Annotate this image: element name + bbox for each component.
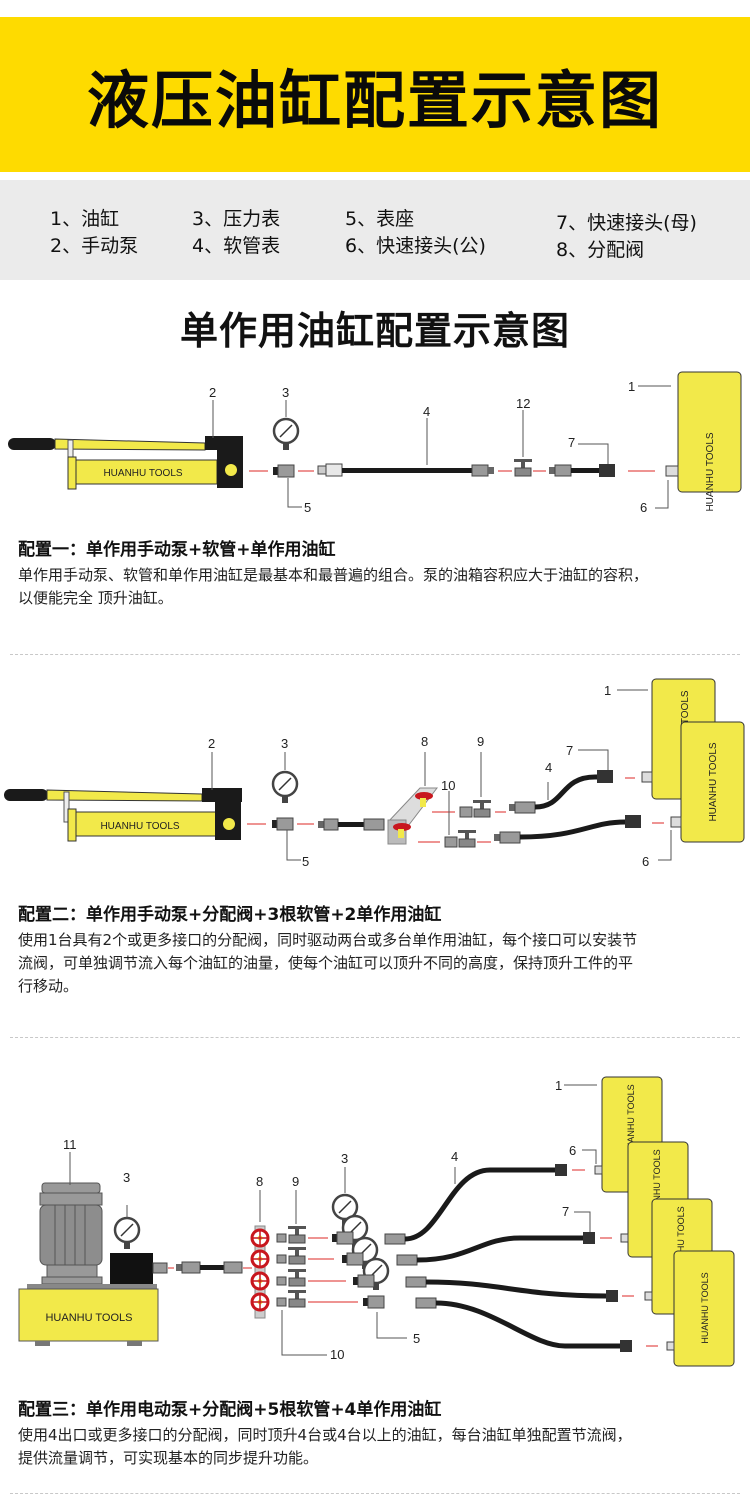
legend-item: 1、油缸 [50, 208, 120, 230]
connection-dashes [168, 1169, 658, 1347]
svg-text:9: 9 [292, 1174, 299, 1189]
diagram-config-3: HUANHU TOOLS [18, 1076, 735, 1367]
hose [317, 463, 494, 477]
svg-text:6: 6 [642, 854, 649, 869]
svg-text:4: 4 [545, 760, 552, 775]
config-1-description: 配置一：单作用手动泵+软管+单作用油缸 单作用手动泵、软管和单作用油缸是最基本和… [18, 538, 738, 610]
svg-text:5: 5 [413, 1331, 420, 1346]
svg-text:1: 1 [555, 1078, 562, 1093]
diagram-config-2: HUANHU TOOLS HUANHU TOOLS [4, 678, 745, 869]
svg-text:3: 3 [341, 1151, 348, 1166]
svg-text:6: 6 [640, 500, 647, 515]
diagram-config-1: HUANHU TOOLS HUANHU TOOLS 1 [8, 371, 742, 515]
svg-text:2: 2 [208, 736, 215, 751]
svg-text:3: 3 [282, 385, 289, 400]
divider [10, 1493, 740, 1494]
leader-lines [69, 1084, 597, 1356]
short-hose [318, 818, 385, 831]
cylinder-brand: HUANHU TOOLS [652, 1149, 662, 1220]
config-text: 使用4出口或更多接口的分配阀，同时顶升4台或4台以上的油缸，每台油缸单独配置节流… [18, 1426, 632, 1467]
svg-text:8: 8 [421, 734, 428, 749]
svg-text:3: 3 [281, 736, 288, 751]
title-banner: 液压油缸配置示意图 [0, 17, 750, 172]
svg-text:5: 5 [302, 854, 309, 869]
svg-text:5: 5 [304, 500, 311, 515]
distribution-valve [387, 787, 439, 845]
legend-item: 3、压力表 [192, 208, 281, 230]
cylinder: HUANHU TOOLS [665, 371, 742, 512]
short-hose [176, 1261, 243, 1274]
cylinders: HUANHU TOOLS HUANHU TOOLS [641, 678, 745, 843]
connection-dashes [247, 777, 664, 843]
adapters-and-valves [444, 799, 492, 848]
leader-lines [212, 385, 671, 509]
svg-text:1: 1 [628, 379, 635, 394]
svg-text:2: 2 [209, 385, 216, 400]
legend-item: 4、软管表 [192, 235, 281, 257]
part-labels: 1 3 3 4 5 6 7 8 9 10 11 [63, 1078, 576, 1362]
divider [10, 1037, 740, 1038]
legend-column: 3、压力表 4、软管表 [192, 206, 280, 260]
gauge-base [271, 817, 294, 831]
svg-text:1: 1 [604, 683, 611, 698]
config-2-description: 配置二：单作用手动泵+分配阀+3根软管+2单作用油缸 使用1台具有2个或更多接口… [18, 903, 738, 998]
part-labels: 1 2 3 4 5 6 7 8 9 10 [208, 683, 649, 869]
pressure-gauge [271, 770, 299, 805]
pump-brand: HUANHU TOOLS [100, 821, 179, 832]
svg-text:7: 7 [562, 1204, 569, 1219]
config-title: 配置二：单作用手动泵+分配阀+3根软管+2单作用油缸 [18, 905, 442, 925]
svg-text:9: 9 [477, 734, 484, 749]
legend-column: 7、快速接头(母) 8、分配阀 [556, 210, 697, 264]
hoses [494, 770, 641, 844]
cylinders: HUANHU TOOLS HUANHU TOOLS HUANHU TOOLS H… [594, 1076, 735, 1367]
svg-text:10: 10 [441, 778, 455, 793]
divider [10, 654, 740, 655]
config-text: 单作用手动泵、软管和单作用油缸是最基本和最普遍的组合。泵的油箱容积应大于油缸的容… [18, 566, 649, 607]
electric-pump: HUANHU TOOLS [18, 1182, 168, 1346]
svg-text:10: 10 [330, 1347, 344, 1362]
pressure-gauge [272, 417, 300, 452]
cylinder-brand: HUANHU TOOLS [705, 432, 716, 511]
legend-item: 2、手动泵 [50, 235, 139, 257]
svg-text:8: 8 [256, 1174, 263, 1189]
quick-coupler-female [549, 464, 615, 477]
cylinder-brand: HUANHU TOOLS [708, 742, 719, 821]
throttle-valve [513, 458, 533, 477]
svg-text:4: 4 [423, 404, 430, 419]
svg-text:3: 3 [123, 1170, 130, 1185]
hand-pump: HUANHU TOOLS [8, 436, 243, 490]
distribution-valves [250, 1225, 270, 1319]
svg-text:7: 7 [566, 743, 573, 758]
legend-item: 6、快速接头(公) [345, 235, 486, 257]
cylinder-brand: HUANHU TOOLS [626, 1084, 636, 1155]
config-text: 使用1台具有2个或更多接口的分配阀，同时驱动两台或多台单作用油缸，每个接口可以安… [18, 931, 638, 995]
config-title: 配置三：单作用电动泵+分配阀+5根软管+4单作用油缸 [18, 1400, 442, 1420]
parts-legend: 1、油缸 2、手动泵 3、压力表 4、软管表 5、表座 6、快速接头(公) 7、… [0, 180, 750, 280]
gauges-with-bases [331, 1193, 390, 1309]
config-3-description: 配置三：单作用电动泵+分配阀+5根软管+4单作用油缸 使用4出口或更多接口的分配… [18, 1398, 738, 1470]
section-title: 单作用油缸配置示意图 [179, 309, 570, 353]
cylinder-brand: HUANHU TOOLS [700, 1272, 710, 1343]
pump-brand: HUANHU TOOLS [45, 1312, 132, 1324]
part-labels: 1 2 3 4 5 6 7 12 [209, 379, 647, 515]
cylinder-brand: HUANHU TOOLS [676, 1206, 686, 1277]
config-title: 配置一：单作用手动泵+软管+单作用油缸 [18, 540, 336, 560]
svg-text:6: 6 [569, 1143, 576, 1158]
svg-text:11: 11 [63, 1137, 77, 1152]
svg-text:4: 4 [451, 1149, 458, 1164]
svg-text:7: 7 [568, 435, 575, 450]
legend-item: 7、快速接头(母) [556, 212, 697, 234]
legend-item: 5、表座 [345, 208, 415, 230]
gauge-base [272, 464, 295, 478]
page-title: 液压油缸配置示意图 [86, 63, 663, 137]
legend-item: 8、分配阀 [556, 239, 645, 261]
svg-text:12: 12 [516, 396, 530, 411]
leader-lines [211, 689, 672, 861]
legend-column: 5、表座 6、快速接头(公) [345, 206, 486, 260]
legend-column: 1、油缸 2、手动泵 [50, 206, 138, 260]
hoses [384, 1164, 632, 1352]
hand-pump: HUANHU TOOLS [4, 788, 242, 842]
throttle-valves [276, 1225, 307, 1308]
pump-brand: HUANHU TOOLS [103, 468, 182, 479]
